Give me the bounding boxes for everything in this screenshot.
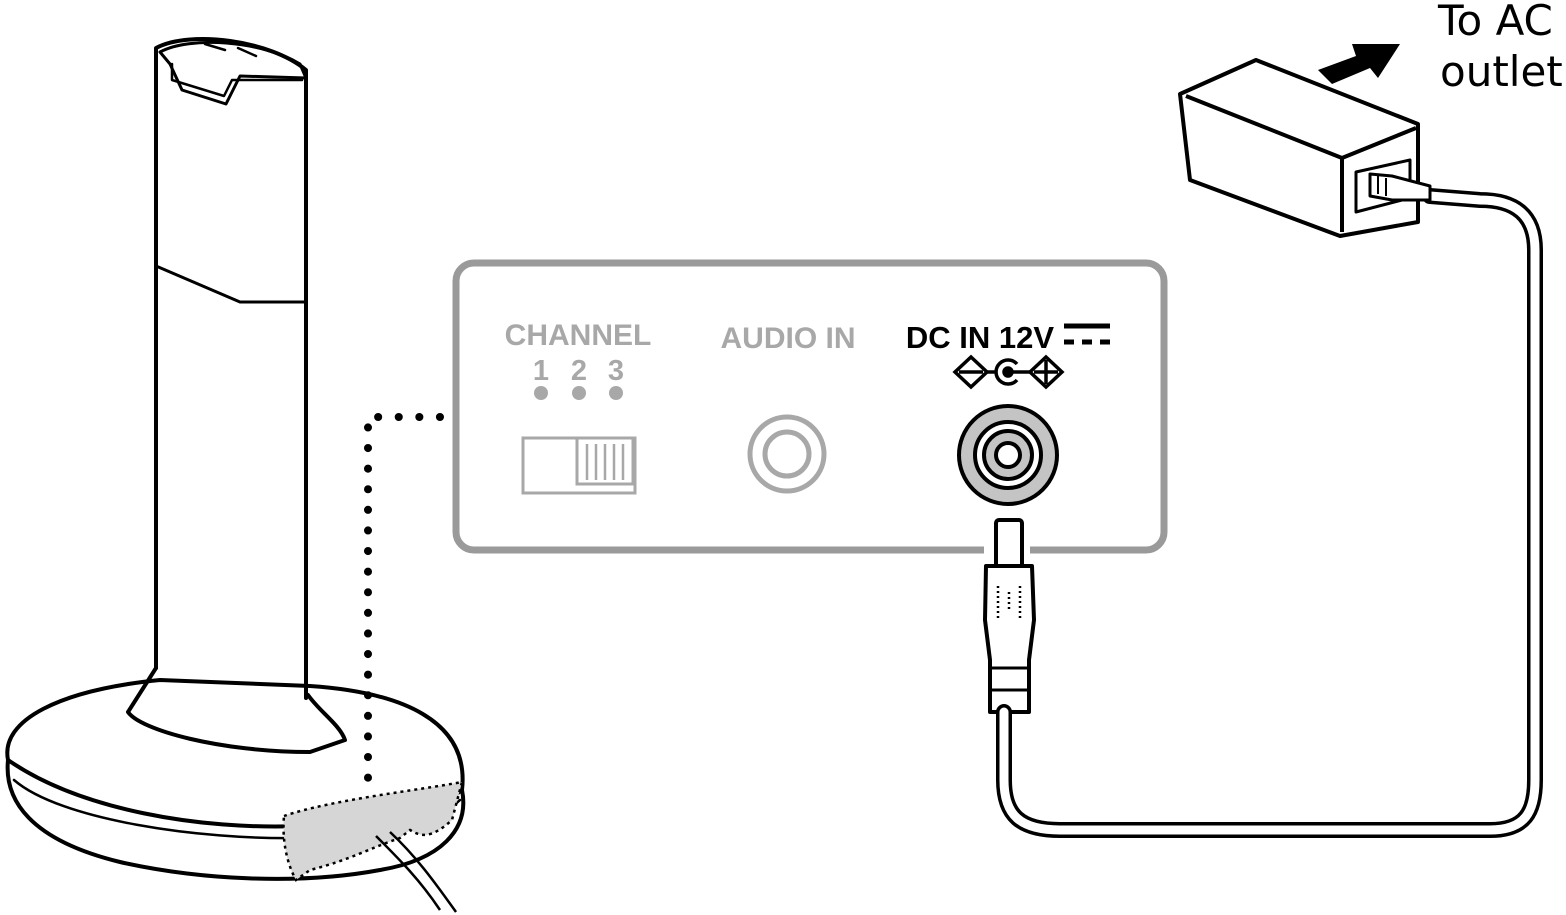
power-cable-inner [999, 191, 1540, 835]
stand-cradle-inner [170, 62, 304, 98]
channel-dot-1 [534, 386, 548, 400]
channel-number-2: 2 [571, 355, 587, 387]
stand-base-bottom [5, 758, 466, 881]
stand-column-joint [154, 264, 308, 304]
stand-base-top [5, 678, 465, 829]
channel-label: CHANNEL [505, 319, 652, 352]
channel-dot-3 [609, 386, 623, 400]
channel-number-1: 1 [533, 355, 549, 387]
polarity-symbol-icon [952, 354, 1065, 390]
arrow-right-icon [1318, 44, 1400, 84]
outlet-label-line1: To AC [1437, 0, 1553, 45]
stand-cradle [158, 40, 308, 106]
base-cable [375, 831, 458, 913]
dc-plug[interactable] [983, 518, 1036, 714]
stand-neck [126, 666, 347, 754]
dc-current-icon [1064, 323, 1110, 345]
ac-adapter [1178, 58, 1432, 238]
stand-cradle-slot-1 [203, 42, 258, 58]
channel-number-3: 3 [608, 355, 624, 387]
dc-in-jack[interactable] [957, 404, 1059, 506]
channel-dot-2 [572, 386, 586, 400]
transmitter-stand [5, 37, 466, 881]
dc-in-label: DC IN 12V [906, 320, 1054, 355]
pointer-dotted-line [364, 413, 444, 794]
audio-in-jack[interactable] [747, 414, 827, 494]
channel-switch[interactable] [521, 436, 637, 495]
base-connector-highlight [282, 780, 464, 882]
rear-panel [452, 259, 1168, 554]
audio-in-label: AUDIO IN [721, 322, 856, 355]
power-cable [996, 188, 1543, 838]
stand-column [154, 37, 308, 700]
outlet-label-line2: outlet [1440, 47, 1563, 96]
